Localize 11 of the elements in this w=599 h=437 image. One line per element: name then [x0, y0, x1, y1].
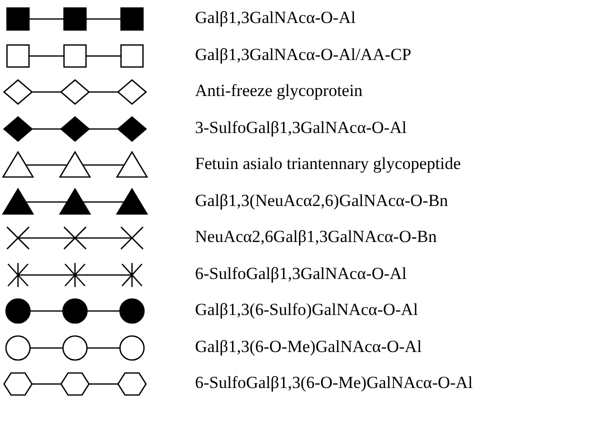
legend-label: 6-SulfoGalβ1,3GalNAcα-O-Al [195, 264, 407, 284]
legend-label: Anti-freeze glycoprotein [195, 81, 363, 101]
legend-label: NeuAcα2,6Galβ1,3GalNAcα-O-Bn [195, 227, 437, 247]
legend-label: Fetuin asialo triantennary glycopeptide [195, 154, 461, 174]
legend-label: Galβ1,3GalNAcα-O-Al [195, 8, 356, 28]
legend-label: Galβ1,3GalNAcα-O-Al/AA-CP [195, 44, 412, 64]
legend-label: 6-SulfoGalβ1,3(6-O-Me)GalNAcα-O-Al [195, 373, 473, 393]
legend-label: 3-SulfoGalβ1,3GalNAcα-O-Al [195, 118, 407, 138]
legend-label: Galβ1,3(6-Sulfo)GalNAcα-O-Al [195, 300, 418, 320]
legend-label: Galβ1,3(NeuAcα2,6)GalNAcα-O-Bn [195, 190, 448, 210]
legend-label: Galβ1,3(6-O-Me)GalNAcα-O-Al [195, 336, 422, 356]
